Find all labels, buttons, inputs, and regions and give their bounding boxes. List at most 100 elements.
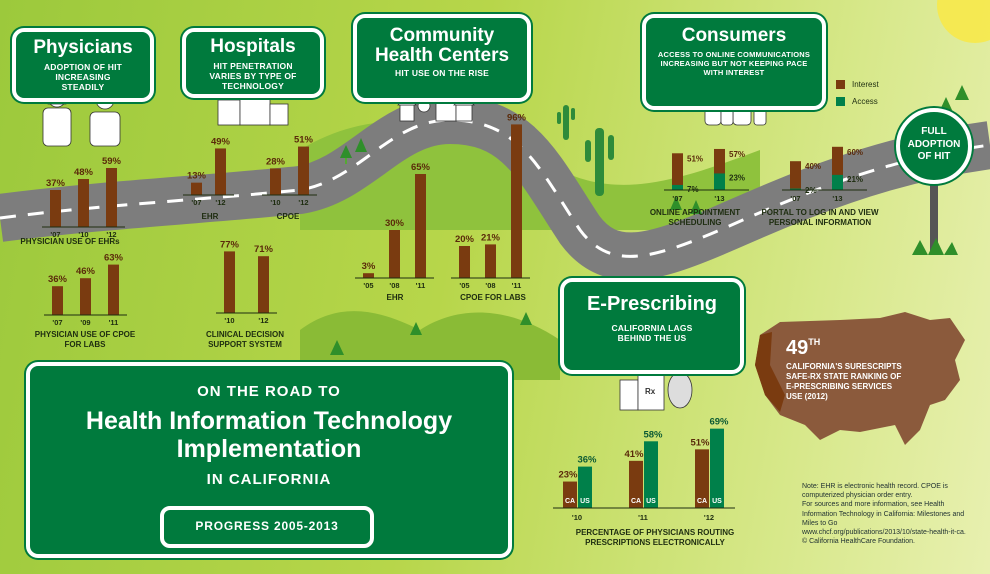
erx-ca-bar [695, 449, 709, 508]
erx-us-series-label: US [646, 498, 656, 505]
chc_cpoe-bar [511, 124, 522, 279]
erx-ca-bar [563, 481, 577, 508]
hosp_cpoe-value-label: 28% [266, 156, 286, 167]
consumers-subtitle: ACCESS TO ONLINE COMMUNICATIONS INCREASI… [657, 49, 811, 77]
erx-us-series-label: US [580, 498, 590, 505]
hosp_ehr-bar [191, 182, 202, 195]
chc_cpoe-value-label: 21% [481, 232, 501, 243]
chart-title-hosp-cds: CLINICAL DECISION SUPPORT SYSTEM [205, 330, 285, 349]
phys_ehr-value-label: 48% [74, 167, 94, 178]
cons_portal-interest-bar [832, 146, 843, 190]
cons_portal-tick-label: '13 [832, 194, 842, 203]
cons_appt-access-bar [714, 173, 725, 190]
erx-ca-value-label: 51% [690, 437, 710, 448]
legend-item-interest: Interest [836, 80, 879, 89]
chc_ehr-value-label: 30% [385, 218, 405, 229]
hosp_cpoe-tick-label: '12 [298, 198, 308, 207]
cons_appt-interest-bar [672, 153, 683, 190]
chc-sign: Community Health Centers HIT USE ON THE … [353, 14, 531, 102]
chc_cpoe-tick-label: '11 [512, 281, 522, 290]
cons_appt-tick-label: '13 [714, 194, 724, 203]
erx-tick-label: '10 [572, 513, 582, 522]
eprescribing-subtitle: CALIFORNIA LAGS BEHIND THE US [611, 323, 693, 344]
legend-swatch-interest [836, 80, 845, 89]
cons_portal-access-bar [790, 188, 801, 190]
consumer-legend: Interest Access [836, 80, 879, 106]
legend-item-access: Access [836, 97, 879, 106]
cons_appt-tick-label: '07 [672, 194, 682, 203]
cons_portal-interest-label: 40% [805, 162, 821, 171]
legend-label-access: Access [852, 97, 878, 106]
hospitals-sign: Hospitals HIT PENETRATION VARIES BY TYPE… [182, 28, 324, 98]
eprescribing-title: E-Prescribing [586, 293, 718, 315]
cons_portal-tick-label: '07 [790, 194, 800, 203]
physicians-title: Physicians [33, 37, 133, 58]
progress-sign: PROGRESS 2005-2013 [160, 506, 374, 548]
chart-title-cons-portal: PORTAL TO LOG IN AND VIEW PERSONAL INFOR… [761, 208, 879, 227]
hosp_cpoe-value-label: 51% [294, 135, 314, 146]
cons_appt-interest-label: 57% [729, 150, 745, 159]
footnote-url[interactable]: www.chcf.org/publications/2013/10/state-… [802, 529, 966, 537]
erx-ca-value-label: 41% [624, 449, 644, 460]
hosp_ehr-bar [215, 148, 226, 195]
full-adoption-line1: FULL [921, 126, 947, 137]
erx-us-value-label: 58% [643, 429, 663, 440]
chc_ehr-bar [389, 230, 400, 278]
phys_ehr-tick-label: '12 [106, 230, 116, 239]
eprescribing-sign: E-Prescribing CALIFORNIA LAGS BEHIND THE… [560, 278, 744, 374]
phys_ehr-tick-label: '07 [50, 230, 60, 239]
hosp_cds-tick-label: '12 [258, 316, 268, 325]
chc_cpoe-value-label: 96% [507, 112, 527, 123]
consumers-title: Consumers [681, 25, 787, 46]
phys_ehr-bar [106, 168, 117, 227]
phys_cpoe-value-label: 46% [76, 266, 96, 277]
erx-ca-series-label: CA [565, 498, 575, 505]
chart-title-phys-ehr: PHYSICIAN USE OF EHRs [20, 237, 120, 246]
hospitals-subtitle: HIT PENETRATION VARIES BY TYPE OF TECHNO… [209, 60, 297, 92]
chart-title-chc-cpoe: CPOE FOR LABS [460, 293, 526, 302]
hosp_cds-bar [224, 251, 235, 313]
erx-tick-label: '11 [638, 513, 648, 522]
cons_appt-access-bar [672, 184, 683, 190]
cons_portal-access-bar [832, 174, 843, 190]
full-adoption-line2: ADOPTION [907, 138, 961, 150]
hosp_ehr-value-label: 49% [211, 136, 231, 147]
hospitals-title: Hospitals [210, 36, 296, 57]
chc_cpoe-bar [485, 244, 496, 278]
phys_ehr-value-label: 37% [46, 178, 66, 189]
full-adoption-line3: OF HIT [917, 151, 951, 162]
cons_portal-interest-label: 60% [847, 148, 863, 157]
hosp_cpoe-bar [298, 146, 309, 195]
main-title-line3: Implementation [176, 435, 362, 463]
phys_cpoe-bar [80, 278, 91, 315]
progress-label: PROGRESS 2005-2013 [195, 519, 339, 533]
cons_appt-interest-bar [714, 148, 725, 190]
ranking-text: CALIFORNIA'S SURESCRIPTS SAFE-RX STATE R… [786, 362, 902, 401]
phys_ehr-bar [50, 190, 61, 227]
full-adoption-sign: FULL ADOPTION OF HIT [896, 108, 972, 184]
erx-us-value-label: 69% [709, 417, 729, 428]
chc_ehr-bar [363, 273, 374, 278]
erx-us-bar [710, 428, 724, 508]
chc_ehr-value-label: 3% [362, 261, 376, 272]
chc_cpoe-value-label: 20% [455, 234, 475, 245]
erx-tick-label: '12 [704, 513, 714, 522]
chart-title-hosp-cpoe: CPOE [276, 212, 300, 221]
chc_cpoe-bar [459, 246, 470, 278]
phys_cpoe-bar [108, 264, 119, 315]
hosp_cds-value-label: 77% [220, 239, 240, 250]
chc_ehr-tick-label: '08 [389, 281, 399, 290]
footnotes: Note: EHR is electronic health record. C… [802, 482, 977, 547]
cons_appt-access-label: 7% [687, 185, 699, 194]
chc_cpoe-tick-label: '05 [459, 281, 469, 290]
chc_ehr-value-label: 65% [411, 162, 431, 173]
main-title-line1: ON THE ROAD TO [197, 383, 341, 400]
phys_ehr-value-label: 59% [102, 156, 122, 167]
ranking-number: 49TH [786, 337, 820, 360]
erx-ca-bar [629, 460, 643, 508]
footnote-abbreviations: Note: EHR is electronic health record. C… [802, 483, 948, 500]
erx-us-value-label: 36% [577, 455, 597, 466]
legend-label-interest: Interest [852, 80, 879, 89]
